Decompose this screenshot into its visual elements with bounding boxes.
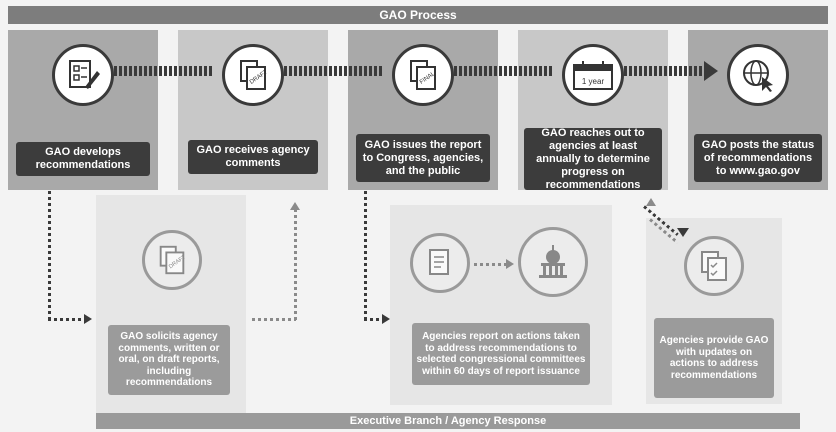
connector-4-5-arrowhead — [704, 61, 718, 81]
gao-stage-3: FINAL GAO issues the report to Congress,… — [348, 30, 498, 190]
gao-step-5-label: GAO posts the status of recommendations … — [694, 134, 822, 182]
draft-documents-icon: DRAFT — [142, 230, 202, 290]
flow-up-1-arrowhead — [290, 202, 300, 210]
connector-4-5 — [624, 66, 706, 76]
flow-up-1 — [294, 210, 297, 320]
report-to-capitol-connector — [474, 263, 508, 266]
agency-panel-1: DRAFT GAO solicits agency comments, writ… — [96, 195, 246, 413]
agency-panel-2: Agencies report on actions taken to addr… — [390, 205, 612, 405]
globe-cursor-icon — [727, 44, 789, 106]
report-to-capitol-arrowhead — [506, 259, 514, 269]
gao-step-4-label: GAO reaches out to agencies at least ann… — [524, 127, 662, 191]
gao-stage-1: GAO develops recommendations — [8, 30, 158, 190]
final-documents-icon: FINAL — [392, 44, 454, 106]
connector-2-3 — [284, 66, 384, 76]
flow-right-1-arrowhead — [84, 314, 92, 324]
calendar-icon: 1 year — [562, 44, 624, 106]
gao-process-header: GAO Process — [8, 6, 828, 24]
flow-up-4-arrowhead — [646, 198, 656, 206]
gao-stage-4: 1 year GAO reaches out to agencies at le… — [518, 30, 668, 191]
gao-stage-2: DRAFT GAO receives agency comments — [178, 30, 328, 190]
calendar-label: 1 year — [582, 77, 605, 86]
gao-step-3-label: GAO issues the report to Congress, agenc… — [356, 134, 490, 182]
flow-back-1 — [252, 318, 296, 321]
gao-step-2-label: GAO receives agency comments — [188, 140, 318, 174]
capitol-icon — [518, 227, 588, 297]
agency-step-1-label: GAO solicits agency comments, written or… — [108, 325, 230, 395]
checklist-pencil-icon — [52, 44, 114, 106]
connector-1-2 — [114, 66, 214, 76]
report-document-icon — [410, 233, 470, 293]
connector-3-4 — [454, 66, 554, 76]
agency-panel-3: Agencies provide GAO with updates on act… — [646, 218, 782, 404]
agency-step-3-label: Agencies provide GAO with updates on act… — [654, 318, 774, 398]
gao-step-1-label: GAO develops recommendations — [16, 142, 150, 176]
checklist-documents-icon — [684, 236, 744, 296]
flow-down-1 — [48, 190, 51, 320]
agency-response-footer: Executive Branch / Agency Response — [96, 413, 800, 429]
gao-stage-5: GAO posts the status of recommendations … — [688, 30, 828, 190]
draft-documents-icon: DRAFT — [222, 44, 284, 106]
flow-down-3 — [364, 190, 367, 320]
flow-right-3-arrowhead — [382, 314, 390, 324]
flow-down-4-arrowhead — [677, 228, 689, 237]
agency-step-2-label: Agencies report on actions taken to addr… — [412, 323, 590, 385]
flow-right-3 — [364, 318, 384, 321]
flow-right-1 — [48, 318, 84, 321]
